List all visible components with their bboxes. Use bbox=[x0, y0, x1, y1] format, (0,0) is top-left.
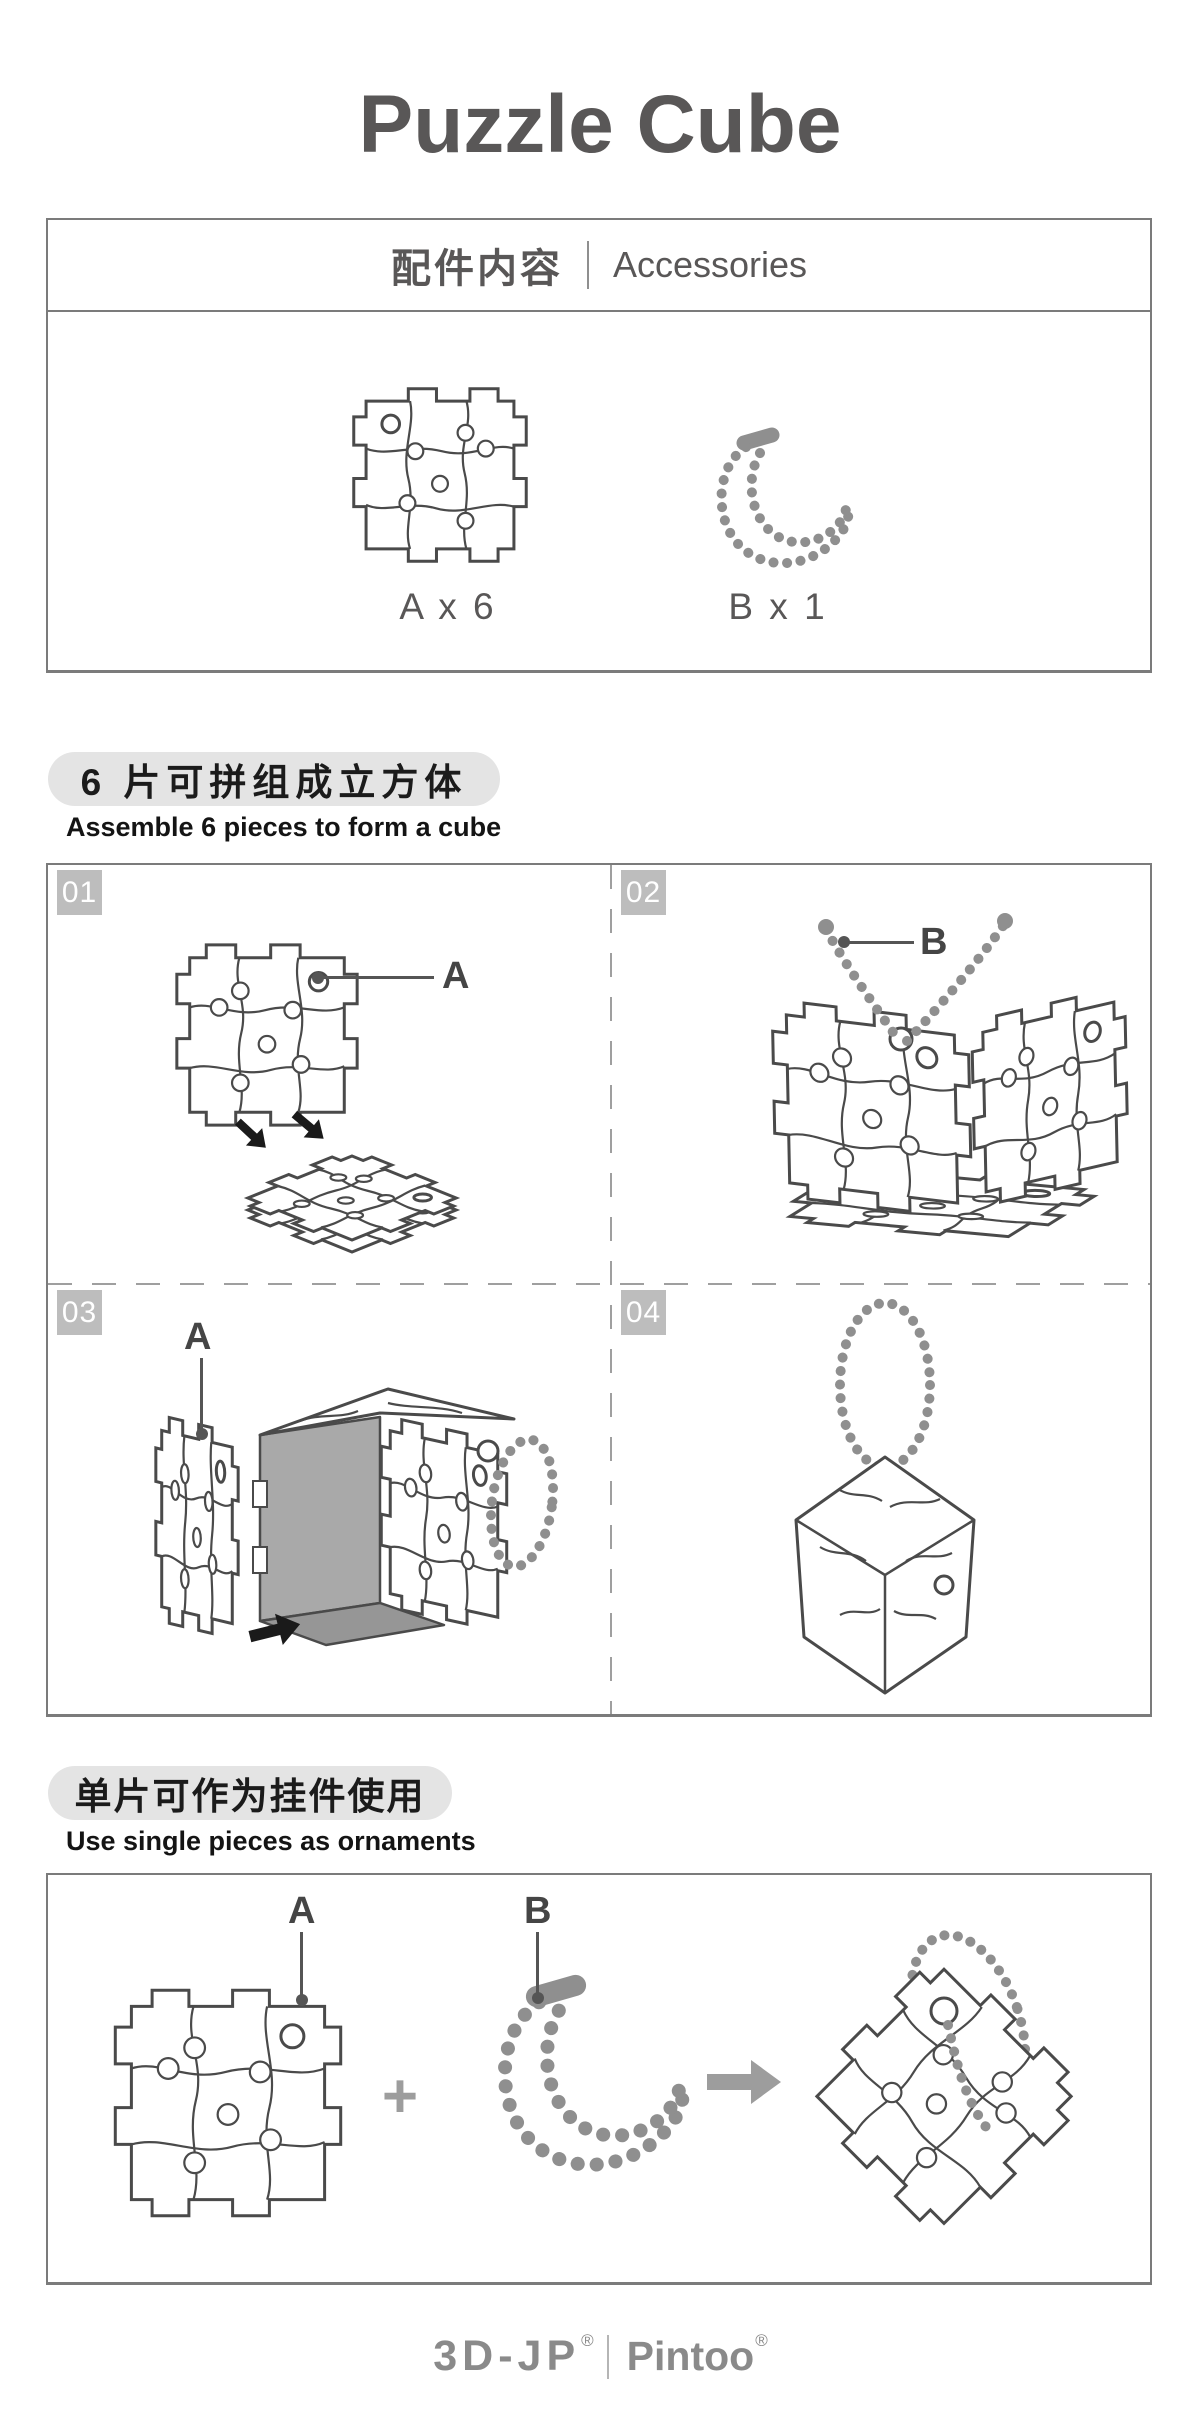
brand-pintoo: Pintoo bbox=[626, 2333, 755, 2379]
header-divider bbox=[586, 241, 589, 289]
callout-dot-b2 bbox=[838, 936, 850, 948]
accessories-heading-zh: 配件内容 bbox=[390, 247, 563, 291]
step-badge-03: 03 bbox=[57, 1290, 102, 1335]
accessory-b-count-label: B x 1 bbox=[728, 586, 828, 627]
dashed-divider-horizontal bbox=[48, 1283, 1150, 1285]
section-ornament-heading-en: Use single pieces as ornaments bbox=[66, 1826, 476, 1856]
dashed-divider-vertical bbox=[610, 865, 612, 1714]
plus-sign: + bbox=[381, 2062, 419, 2131]
step-badge-04: 04 bbox=[621, 1290, 666, 1335]
leader-line-a-ornament bbox=[300, 1932, 303, 1996]
leader-line-a3 bbox=[200, 1358, 203, 1430]
registered-mark-icon: ® bbox=[581, 2330, 594, 2350]
step-02-illustration bbox=[612, 913, 1130, 1281]
step-01-illustration bbox=[175, 943, 475, 1261]
ball-chain-b-illustration bbox=[678, 415, 878, 575]
callout-label-a1: A bbox=[442, 955, 470, 997]
footer-divider bbox=[606, 2334, 609, 2379]
callout-dot-a1 bbox=[312, 972, 324, 984]
section-cube-heading-en: Assemble 6 pieces to form a cube bbox=[66, 812, 502, 842]
step-badge-02: 02 bbox=[621, 870, 666, 915]
callout-dot-b-ornament bbox=[532, 1992, 544, 2004]
leader-line-a1 bbox=[322, 976, 434, 979]
callout-label-a3: A bbox=[184, 1316, 212, 1358]
leader-line-b2 bbox=[848, 941, 914, 944]
section-cube-heading-zh: 6 片可拼组成立方体 bbox=[48, 752, 500, 806]
puzzle-piece-a-illustration bbox=[352, 387, 528, 563]
callout-label-a-ornament: A bbox=[288, 1890, 316, 1932]
page-title: Puzzle Cube bbox=[358, 79, 842, 170]
footer-logos: 3D-JP ® Pintoo ® bbox=[0, 2330, 1200, 2381]
callout-dot-a3 bbox=[196, 1428, 208, 1440]
accessories-header: 配件内容 Accessories bbox=[48, 220, 1150, 312]
accessories-heading-en: Accessories bbox=[612, 244, 808, 285]
registered-mark-icon: ® bbox=[755, 2330, 768, 2350]
leader-line-b-ornament bbox=[536, 1932, 539, 1994]
step-03-illustration bbox=[154, 1387, 559, 1653]
ornament-illustration bbox=[113, 1930, 1094, 2247]
step-04-illustration bbox=[794, 1298, 976, 1695]
callout-dot-a-ornament bbox=[296, 1994, 308, 2006]
accessory-a-count-label: A x 6 bbox=[399, 586, 497, 627]
accessories-box: 配件内容 Accessories A x 6 B x 1 bbox=[46, 218, 1152, 673]
section-ornament-heading-zh: 单片可作为挂件使用 bbox=[48, 1766, 452, 1820]
step-badge-01: 01 bbox=[57, 870, 102, 915]
callout-label-b-ornament: B bbox=[524, 1890, 552, 1932]
callout-label-b2: B bbox=[920, 921, 948, 963]
brand-3d-jp: 3D-JP bbox=[433, 2332, 581, 2380]
